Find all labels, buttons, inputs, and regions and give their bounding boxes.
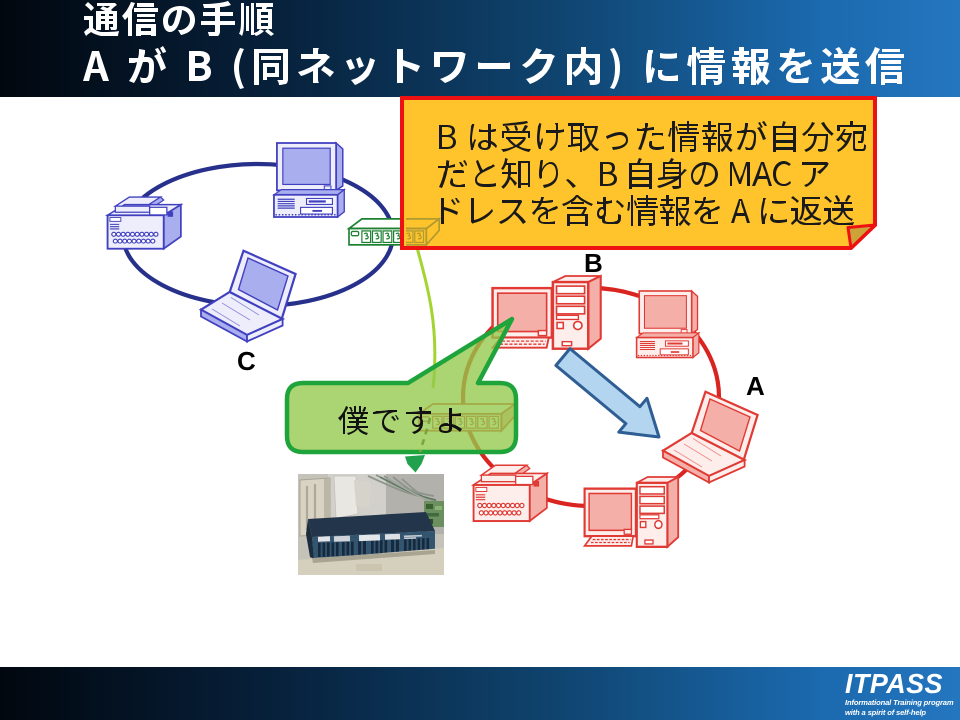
pc-b-icon [492,276,601,349]
blue-printer-icon [107,197,181,249]
itpass-logo: ITPASS Informational Training program wi… [845,668,954,718]
router-photo [298,474,444,575]
blue-laptop-icon [201,250,296,342]
bubble-text-art [338,406,462,435]
yellow-callout-shape [402,98,875,248]
blue-desktop-icon [273,143,345,217]
node-label-b: B [584,248,603,278]
itpass-subtitle1: Informational Training program [845,698,954,707]
itpass-subtitle2: with a spirit of self-help [845,708,926,718]
node-label-c: C [237,346,256,376]
red-desktop-icon [636,291,699,358]
itpass-logo-text: ITPASS [845,668,943,699]
footer-band [0,667,960,720]
callout-fold-corner [846,223,877,250]
node-label-a: A [746,371,765,401]
photo-pointer-arrowhead [405,455,425,473]
transfer-arrow [554,347,661,439]
red-printer-icon [473,465,547,522]
speech-bubble [284,316,519,455]
slide-title-art [83,1,904,89]
callout-text-art [438,121,866,226]
laptop-a-icon [663,391,758,483]
red-towerpc-icon [584,477,679,547]
bubble-to-photo-dashed [418,417,432,453]
